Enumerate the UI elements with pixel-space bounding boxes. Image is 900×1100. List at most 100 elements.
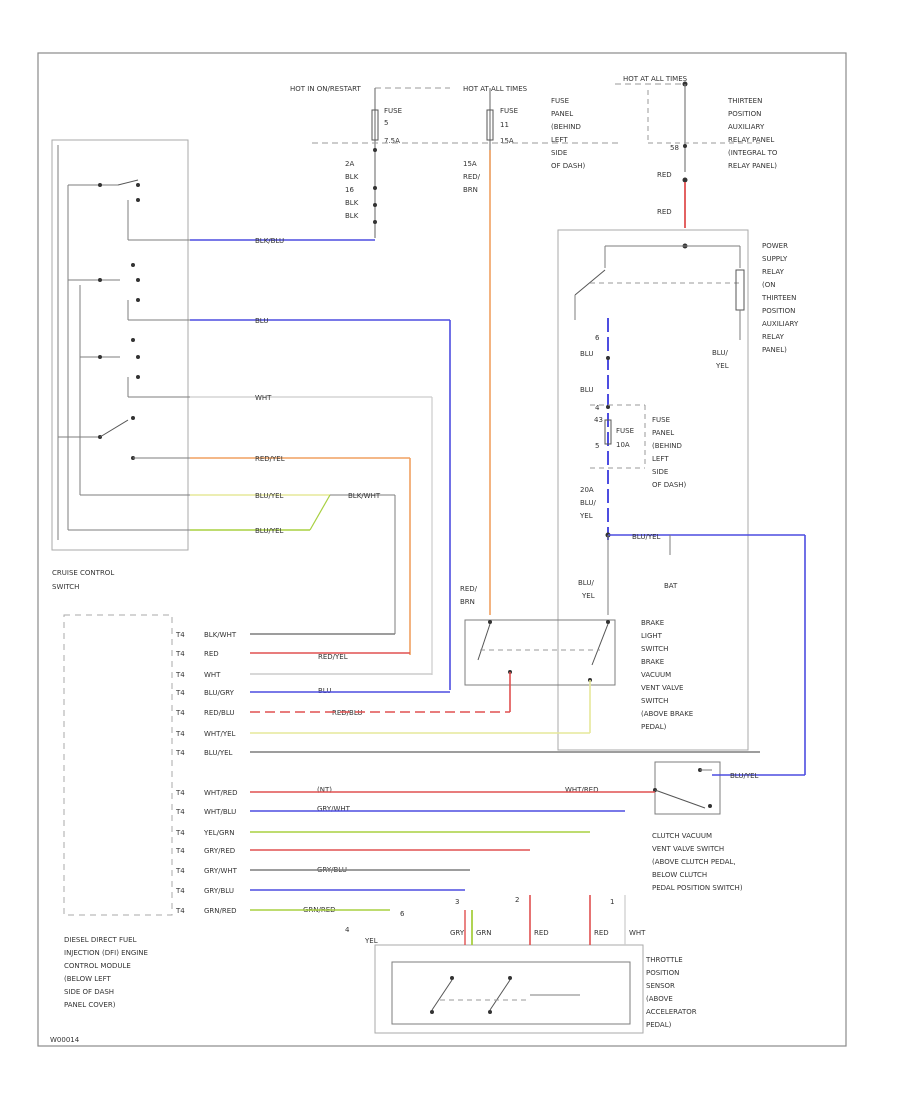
diagram-border [37, 52, 847, 1047]
wire-label: 15A [463, 160, 477, 168]
relay-label-7: AUXILIARY [762, 320, 799, 328]
tps-label-5: ACCELERATOR [646, 1008, 697, 1016]
clutch-label-3: (ABOVE CLUTCH PEDAL, [652, 858, 736, 866]
module-wire-label: RED/BLU [204, 709, 235, 717]
clutch-label-2: VENT VALVE SWITCH [652, 845, 724, 853]
hot-label-2: HOT AT ALL TIMES [463, 85, 528, 93]
module-pin-label: T4 [175, 847, 185, 855]
module-pin-label: T4 [175, 887, 185, 895]
wire-blk-blu: BLK/BLU [255, 237, 284, 245]
aux-panel-5: (INTEGRAL TO [728, 149, 778, 157]
brake-label-2: LIGHT [641, 632, 663, 640]
fuse-c-amp: 10A [616, 441, 630, 449]
module-wire-label: BLK/WHT [204, 631, 237, 639]
module-pin-label: T4 [175, 907, 185, 915]
fuse-a-wire: 2A BLK 16 BLK BLK 15A RED/ BRN [345, 148, 491, 615]
module-wire-label: WHT/BLU [204, 808, 236, 816]
fuse-panel-2: PANEL [551, 110, 573, 118]
mid-wht-red: (NT) [317, 786, 332, 794]
module-pin-label: T4 [175, 867, 185, 875]
relay-label-1: POWER [762, 242, 788, 250]
module-wire-label: GRN/RED [204, 907, 237, 915]
tps-wire-1: GRY [450, 929, 465, 937]
fuse-panel-c-3: (BEHIND [652, 442, 682, 450]
wire-red-yel: RED/YEL [255, 455, 285, 463]
brake-label-7: SWITCH [641, 697, 668, 705]
tps-pin-1: 6 [400, 910, 405, 918]
footer-code: W00014 [50, 1036, 80, 1044]
tps-pin-3: 2 [515, 896, 519, 904]
clutch-label-1: CLUTCH VACUUM [652, 832, 712, 840]
tps-label-4: (ABOVE [646, 995, 673, 1003]
fuse-panel-4: LEFT [551, 136, 568, 144]
throttle-position-sensor: GRY GRN RED RED WHT YEL 6 3 2 1 4 THROTT… [345, 895, 697, 1034]
relay-blu-yel-down-1: BLU/ [578, 579, 594, 587]
module-pin-label: T4 [175, 709, 185, 717]
tps-wire-3: RED [534, 929, 549, 937]
fuse-c-label: FUSE [616, 427, 634, 435]
wire-20a-1: 20A [580, 486, 594, 494]
power-sources: HOT IN ON/RESTART HOT AT ALL TIMES HOT A… [290, 75, 778, 238]
wire-blu: BLU [255, 317, 268, 325]
aux-panel-3: AUXILIARY [728, 123, 765, 131]
cruise-label-2: SWITCH [52, 583, 79, 591]
module-wire-label: WHT/YEL [204, 730, 236, 738]
wire-label: BLK [345, 199, 359, 207]
relay-blu-yel-down-2: YEL [581, 592, 595, 600]
tps-wire-2: GRN [476, 929, 492, 937]
fuse-b-num: 11 [500, 121, 509, 129]
module-pin-label: T4 [175, 789, 185, 797]
brake-label-5: VACUUM [641, 671, 671, 679]
wire-blk-wht: BLK/WHT [348, 492, 381, 500]
module-pin-label: T4 [175, 829, 185, 837]
fuse-c-num: 43 [594, 416, 603, 424]
tps-pin-4: 1 [610, 898, 614, 906]
fuse-panel-c-2: PANEL [652, 429, 674, 437]
fuse-a-amp: 7.5A [384, 137, 400, 145]
module-wire-label: GRY/BLU [204, 887, 234, 895]
red-brn-brake-1: RED/ [460, 585, 478, 593]
fuse-b-amp: 15A [500, 137, 514, 145]
relay-label-5: THIRTEEN [761, 294, 796, 302]
blu-1: BLU [580, 350, 593, 358]
tps-label-3: SENSOR [646, 982, 675, 990]
brake-label-1: BRAKE [641, 619, 664, 627]
pin-58: 58 [670, 144, 679, 152]
module-pin-label: T4 [175, 808, 185, 816]
module-wire-label: WHT/RED [204, 789, 238, 797]
module-wire-label: BLU/YEL [204, 749, 233, 757]
wire-blu-yel: BLU/YEL [255, 492, 284, 500]
fuse-panel-6: OF DASH) [551, 162, 586, 170]
wire-blu-yel-2: BLU/YEL [255, 527, 284, 535]
module-pin-label: T4 [175, 631, 185, 639]
brake-light-switch: RED/ BRN BRAKE LIGHT SWITCH BRAKE VACUUM… [460, 585, 693, 733]
tps-label-2: POSITION [646, 969, 679, 977]
tps-wire-5: WHT [629, 929, 646, 937]
fuse-panel-c-1: FUSE [652, 416, 670, 424]
red-brn-brake-2: BRN [460, 598, 475, 606]
wire-label: BRN [463, 186, 478, 194]
relay-blu-yel-2: YEL [715, 362, 729, 370]
switch-wires: BLK/BLU BLU WHT RED/YEL BLU/YEL BLK/WHT … [190, 237, 451, 690]
fuse-panel-c-4: LEFT [652, 455, 669, 463]
relay-label-4: (ON [762, 281, 775, 289]
clutch-wire-in: WHT/RED [565, 786, 599, 794]
module-wire-label: BLU/GRY [204, 689, 235, 697]
cruise-control-switch: CRUISE CONTROL SWITCH [51, 139, 190, 591]
tps-label-6: PEDAL) [646, 1021, 672, 1029]
power-supply-relay: POWER SUPPLY RELAY (ON THIRTEEN POSITION… [557, 229, 806, 775]
tps-label-1: THROTTLE [645, 956, 683, 964]
relay-label-6: POSITION [762, 307, 795, 315]
relay-blu-yel-right: BLU/YEL [632, 533, 661, 541]
aux-panel-2: POSITION [728, 110, 761, 118]
relay-label-3: RELAY [762, 268, 785, 276]
fuse-panel-c-6: OF DASH) [652, 481, 687, 489]
fuse-panel-1: FUSE [551, 97, 569, 105]
module-pin-label: T4 [175, 689, 185, 697]
fuse-panel-5: SIDE [551, 149, 567, 157]
clutch-vacuum-switch: BLU/YEL WHT/RED CLUTCH VACUUM VENT VALVE… [565, 761, 805, 892]
wire-wht: WHT [255, 394, 272, 402]
fuse-panel-c-5: SIDE [652, 468, 668, 476]
